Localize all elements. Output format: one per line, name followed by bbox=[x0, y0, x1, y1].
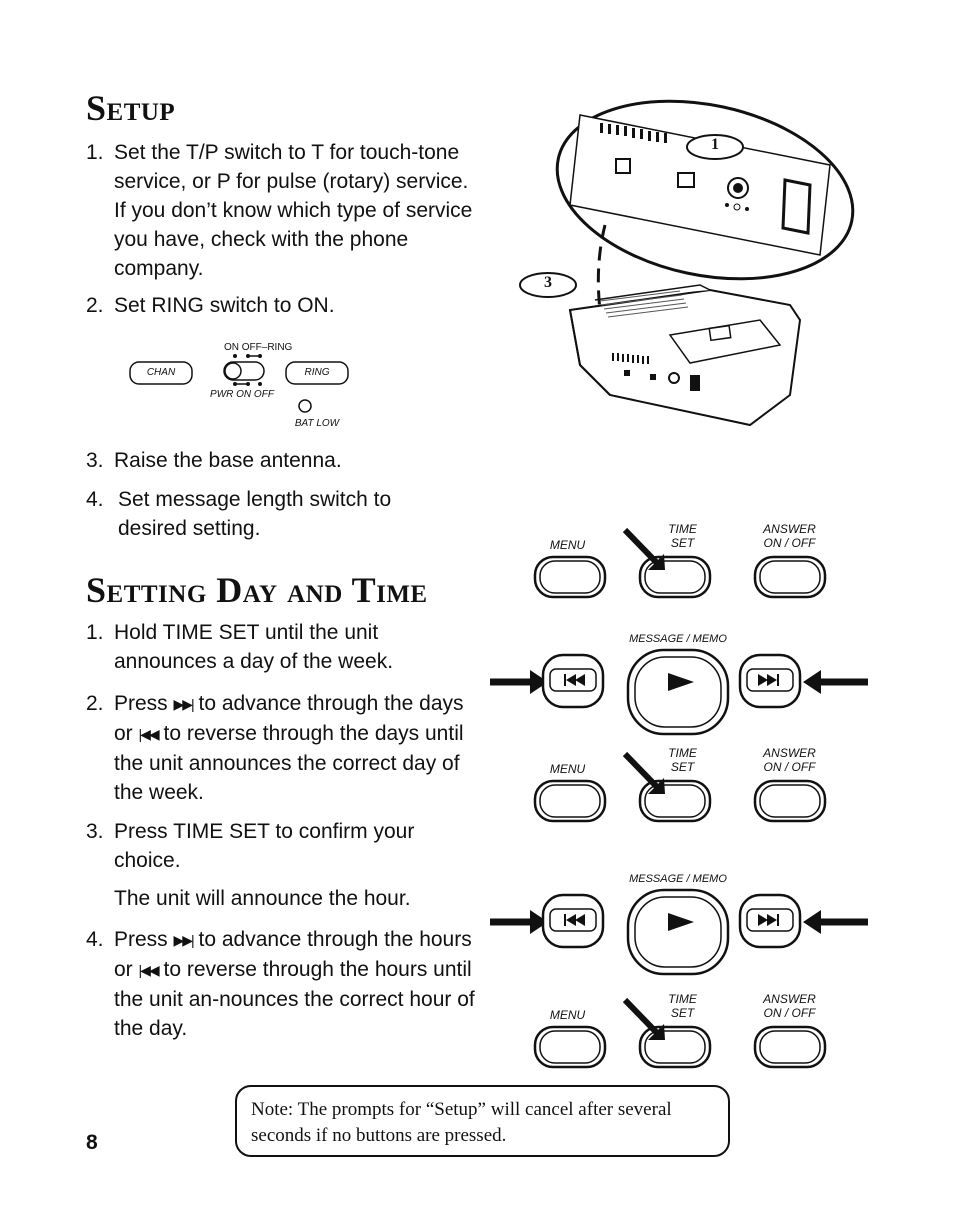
ring-label: RING bbox=[304, 367, 330, 378]
text-part: to reverse through the hours until the u… bbox=[114, 958, 475, 1040]
time-step-1: 1. Hold TIME SET until the unit announce… bbox=[86, 618, 446, 676]
button-row-1: MENU TIME SET ANSWER ON / OFF bbox=[530, 520, 850, 600]
page-number: 8 bbox=[86, 1131, 98, 1154]
chan-label: CHAN bbox=[146, 367, 176, 378]
menu-label: MENU bbox=[549, 538, 586, 552]
button-row-2-drawing bbox=[490, 648, 868, 736]
panel-drawing bbox=[129, 354, 349, 413]
base-unit-illustration: 1 3 bbox=[500, 95, 860, 435]
on-off-ring-label: ON OFF–RING bbox=[224, 342, 293, 353]
time-step-3: 3. Press TIME SET to confirm your choice… bbox=[86, 817, 456, 875]
step-text: Hold TIME SET until the unit announces a… bbox=[114, 621, 394, 673]
time-set-label: TIME SET bbox=[668, 992, 697, 1020]
step-number: 2. bbox=[86, 294, 104, 317]
note-box: Note: The prompts for “Setup” will cance… bbox=[235, 1085, 730, 1157]
step-text: Set the T/P switch to T for touch-tone s… bbox=[114, 141, 473, 280]
text-part: Press bbox=[114, 692, 174, 715]
step-text: The unit will announce the hour. bbox=[114, 887, 411, 910]
setup-heading: Setup bbox=[86, 88, 176, 128]
skip-forward-icon: ▶▶| bbox=[173, 932, 195, 948]
time-step-4: 4. Press ▶▶| to advance through the hour… bbox=[86, 925, 476, 1043]
answer-label: ANSWER ON / OFF bbox=[763, 746, 816, 774]
button-row-4-drawing bbox=[490, 888, 868, 976]
step-text: Press ▶▶| to advance through the days or… bbox=[86, 689, 476, 807]
setup-step-3: 3. Raise the base antenna. bbox=[86, 446, 476, 475]
step-number: 4. bbox=[86, 488, 104, 511]
step-text: Raise the base antenna. bbox=[114, 449, 342, 472]
setup-step-4: 4. Set message length switch to desired … bbox=[86, 485, 446, 543]
step-text: Press TIME SET to confirm your choice. bbox=[114, 820, 415, 872]
button-row-1-drawing bbox=[533, 527, 827, 599]
step-text: Press ▶▶| to advance through the hours o… bbox=[86, 925, 476, 1043]
button-row-2: MESSAGE / MEMO bbox=[488, 630, 873, 740]
button-row-3-drawing bbox=[533, 751, 827, 823]
callout-1: 1 bbox=[711, 136, 719, 153]
step-number: 3. bbox=[86, 820, 104, 843]
step-number: 3. bbox=[86, 449, 104, 472]
time-set-label: TIME SET bbox=[668, 746, 697, 774]
button-row-5-drawing bbox=[533, 997, 827, 1069]
answer-label: ANSWER ON / OFF bbox=[763, 992, 816, 1020]
text-part: hours or bbox=[114, 928, 472, 981]
callout-3: 3 bbox=[544, 274, 552, 291]
menu-label: MENU bbox=[549, 762, 586, 776]
time-set-label: TIME SET bbox=[668, 522, 697, 550]
pwr-on-off-label: PWR ON OFF bbox=[210, 389, 274, 400]
setting-day-time-heading: Setting Day and Time bbox=[86, 570, 428, 610]
step-number: 4. bbox=[86, 928, 104, 951]
message-memo-label: MESSAGE / MEMO bbox=[629, 873, 727, 885]
button-row-3: MENU TIME SET ANSWER ON / OFF bbox=[530, 744, 850, 824]
answer-label: ANSWER ON / OFF bbox=[763, 522, 816, 550]
message-memo-label: MESSAGE / MEMO bbox=[629, 633, 727, 645]
text-part: Press bbox=[114, 928, 174, 951]
skip-forward-icon: ▶▶| bbox=[173, 696, 195, 712]
step-number: 1. bbox=[86, 141, 104, 164]
bat-low-label: BAT LOW bbox=[294, 418, 340, 429]
button-row-5: MENU TIME SET ANSWER ON / OFF bbox=[530, 990, 850, 1070]
step-number: 2. bbox=[86, 692, 104, 715]
menu-label: MENU bbox=[549, 1008, 586, 1022]
step-text: Set message length switch to desired set… bbox=[118, 488, 392, 540]
skip-back-icon: |◀◀ bbox=[138, 726, 160, 742]
step-number: 1. bbox=[86, 621, 104, 644]
setup-step-2: 2. Set RING switch to ON. bbox=[86, 291, 476, 320]
ring-switch-panel: CHAN RING ON OFF–RING PWR ON OFF BAT LOW bbox=[120, 338, 360, 433]
step-text: Set RING switch to ON. bbox=[114, 294, 335, 317]
time-step-3-note: The unit will announce the hour. bbox=[86, 884, 476, 913]
text-part: to reverse through the days until the un… bbox=[114, 722, 464, 804]
setup-step-1: 1. Set the T/P switch to T for touch-ton… bbox=[86, 138, 476, 283]
button-row-4: MESSAGE / MEMO bbox=[488, 870, 873, 980]
time-step-2: 2. Press ▶▶| to advance through the days… bbox=[86, 689, 476, 807]
text-part: to advance through the bbox=[192, 928, 420, 951]
skip-back-icon: |◀◀ bbox=[138, 962, 160, 978]
text-part: to advance through the days or bbox=[114, 692, 464, 745]
base-unit-drawing bbox=[519, 99, 855, 427]
